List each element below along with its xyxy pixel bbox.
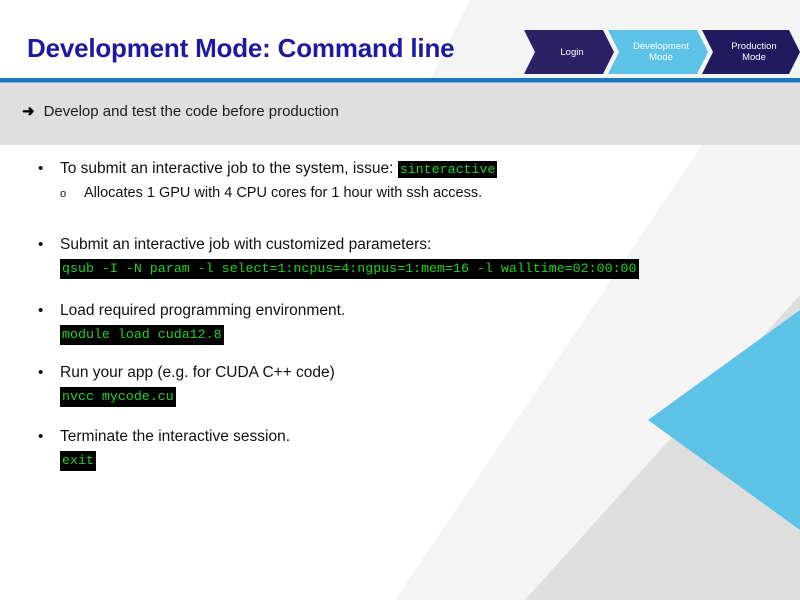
bullet-text: Run your app (e.g. for CUDA C++ code) xyxy=(60,364,335,381)
bullet-marker: • xyxy=(38,428,44,445)
subheading: ➜ Develop and test the code before produ… xyxy=(22,103,339,120)
bullet-text-label: To submit an interactive job to the syst… xyxy=(60,160,394,177)
code-block-qsub: qsub -I -N param -l select=1:ncpus=4:ngp… xyxy=(60,259,639,279)
nav-step-development-label-line2: Mode xyxy=(649,52,673,63)
nav-step-development-mode[interactable]: Development Mode xyxy=(608,30,708,74)
bullet-row: • To submit an interactive job to the sy… xyxy=(38,158,498,181)
bullet-row: • Terminate the interactive session. xyxy=(38,426,290,448)
code-line-wrapper: nvcc mycode.cu xyxy=(60,387,335,407)
bullet-text: To submit an interactive job to the syst… xyxy=(60,158,498,181)
bullet-marker: • xyxy=(38,364,44,381)
nav-step-production-mode[interactable]: Production Mode xyxy=(702,30,800,74)
code-line-wrapper: qsub -I -N param -l select=1:ncpus=4:ngp… xyxy=(60,259,639,279)
title-rule-secondary xyxy=(0,82,800,83)
title-rule xyxy=(0,78,800,82)
nav-step-login[interactable]: Login xyxy=(524,30,614,74)
bullet-block-5: • Terminate the interactive session. exi… xyxy=(38,426,290,471)
bullet-block-3: • Load required programming environment.… xyxy=(38,300,345,345)
page-title: Development Mode: Command line xyxy=(27,33,455,63)
subheading-text: Develop and test the code before product… xyxy=(43,103,339,120)
bullet-block-2: • Submit an interactive job with customi… xyxy=(38,234,639,279)
bullet-text: Submit an interactive job with customize… xyxy=(60,236,432,253)
bullet-text: Load required programming environment. xyxy=(60,302,346,319)
sub-bullet-text: Allocates 1 GPU with 4 CPU cores for 1 h… xyxy=(84,185,483,201)
nav-step-login-label: Login xyxy=(560,46,584,58)
nav-step-development-label-line1: Development xyxy=(633,41,689,52)
bullet-block-1: • To submit an interactive job to the sy… xyxy=(38,158,498,205)
nav-step-production-label-line1: Production xyxy=(731,41,777,52)
bullet-row: • Load required programming environment. xyxy=(38,300,345,322)
bullet-marker: • xyxy=(38,302,44,319)
triangle-accent-cyan xyxy=(648,310,800,530)
bullet-marker: • xyxy=(38,160,44,177)
inline-code-sinteractive: sinteractive xyxy=(397,161,498,178)
bullet-row: • Submit an interactive job with customi… xyxy=(38,234,639,256)
bullet-text: Terminate the interactive session. xyxy=(60,428,291,445)
code-line-wrapper: module load cuda12.8 xyxy=(60,325,345,345)
nav-step-production-label-line2: Mode xyxy=(742,52,766,63)
bullet-marker: • xyxy=(38,236,44,253)
bullet-block-4: • Run your app (e.g. for CUDA C++ code) … xyxy=(38,362,335,407)
right-arrow-icon: ➜ xyxy=(22,103,35,120)
progress-chevron-nav: Login Development Mode Production Mode xyxy=(530,30,800,74)
code-line-wrapper: exit xyxy=(60,451,290,471)
code-block-module-load: module load cuda12.8 xyxy=(60,325,224,345)
slide-header: Development Mode: Command line xyxy=(0,0,800,82)
bullet-row: • Run your app (e.g. for CUDA C++ code) xyxy=(38,362,335,384)
sub-bullet-marker: o xyxy=(60,188,67,200)
sub-bullet-row: o Allocates 1 GPU with 4 CPU cores for 1… xyxy=(60,183,497,205)
code-block-exit: exit xyxy=(60,451,96,471)
subheading-band xyxy=(0,83,800,145)
code-block-nvcc: nvcc mycode.cu xyxy=(60,387,176,407)
